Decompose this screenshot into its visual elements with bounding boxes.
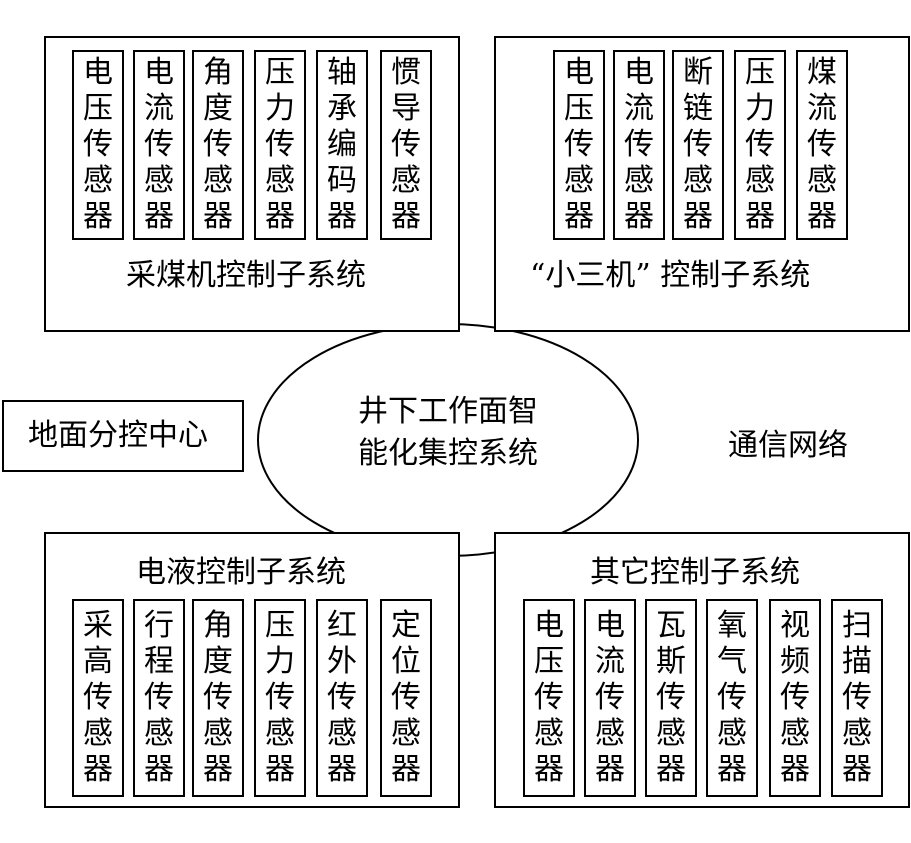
shearer-sensor-6: 惯导传感器 xyxy=(380,50,432,240)
small-three-sensor-1: 电压传感器 xyxy=(553,50,605,240)
central-system-label-line1: 井下工作面智 xyxy=(358,394,538,429)
other-sensor-6: 扫描传感器 xyxy=(831,599,883,797)
sensor-label: 视频传感器 xyxy=(780,608,810,787)
sensor-label: 电压传感器 xyxy=(564,55,594,234)
shearer-subsystem-title: 采煤机控制子系统 xyxy=(126,258,366,293)
other-sensor-3: 瓦斯传感器 xyxy=(645,599,697,797)
sensor-label: 采高传感器 xyxy=(83,608,113,787)
electro-hydraulic-sensor-3: 角度传感器 xyxy=(192,599,244,797)
other-sensor-2: 电流传感器 xyxy=(584,599,636,797)
sensor-label: 轴承编码器 xyxy=(327,55,357,234)
other-sensor-1: 电压传感器 xyxy=(523,599,575,797)
sensor-label: 定位传感器 xyxy=(391,608,421,787)
shearer-sensor-4: 压力传感器 xyxy=(254,50,306,240)
electro-hydraulic-sensor-5: 红外传感器 xyxy=(316,599,368,797)
sensor-label: 电流传感器 xyxy=(144,55,174,234)
other-sensor-5: 视频传感器 xyxy=(769,599,821,797)
sensor-label: 压力传感器 xyxy=(265,608,295,787)
sensor-label: 惯导传感器 xyxy=(391,55,421,234)
sensor-label: 电压传感器 xyxy=(83,55,113,234)
electro-hydraulic-sensor-6: 定位传感器 xyxy=(380,599,432,797)
other-subsystem-title: 其它控制子系统 xyxy=(590,555,800,590)
central-system-label-line2: 能化集控系统 xyxy=(358,436,538,471)
sensor-label: 角度传感器 xyxy=(203,55,233,234)
shearer-sensor-3: 角度传感器 xyxy=(192,50,244,240)
other-sensor-4: 氧气传感器 xyxy=(706,599,758,797)
ground-center-box xyxy=(2,400,244,472)
sensor-label: 电流传感器 xyxy=(595,608,625,787)
electro-hydraulic-sensor-2: 行程传感器 xyxy=(133,599,185,797)
sensor-label: 瓦斯传感器 xyxy=(656,608,686,787)
sensor-label: 断链传感器 xyxy=(683,55,713,234)
sensor-label: 扫描传感器 xyxy=(842,608,872,787)
sensor-label: 氧气传感器 xyxy=(717,608,747,787)
shearer-sensor-5: 轴承编码器 xyxy=(316,50,368,240)
small-three-sensor-3: 断链传感器 xyxy=(672,50,724,240)
network-label: 通信网络 xyxy=(728,428,848,463)
ground-center-label: 地面分控中心 xyxy=(28,418,208,453)
small-three-sensor-5: 煤流传感器 xyxy=(796,50,848,240)
shearer-sensor-1: 电压传感器 xyxy=(72,50,124,240)
electro-hydraulic-sensor-4: 压力传感器 xyxy=(254,599,306,797)
sensor-label: 红外传感器 xyxy=(327,608,357,787)
small-three-sensor-2: 电流传感器 xyxy=(613,50,665,240)
electro-hydraulic-subsystem-title: 电液控制子系统 xyxy=(136,555,346,590)
shearer-sensor-2: 电流传感器 xyxy=(133,50,185,240)
sensor-label: 角度传感器 xyxy=(203,608,233,787)
sensor-label: 行程传感器 xyxy=(144,608,174,787)
sensor-label: 电压传感器 xyxy=(534,608,564,787)
electro-hydraulic-sensor-1: 采高传感器 xyxy=(72,599,124,797)
small-three-sensor-4: 压力传感器 xyxy=(734,50,786,240)
small-three-subsystem-title: “小三机” 控制子系统 xyxy=(530,258,811,293)
sensor-label: 压力传感器 xyxy=(265,55,295,234)
sensor-label: 电流传感器 xyxy=(624,55,654,234)
sensor-label: 压力传感器 xyxy=(745,55,775,234)
sensor-label: 煤流传感器 xyxy=(807,55,837,234)
